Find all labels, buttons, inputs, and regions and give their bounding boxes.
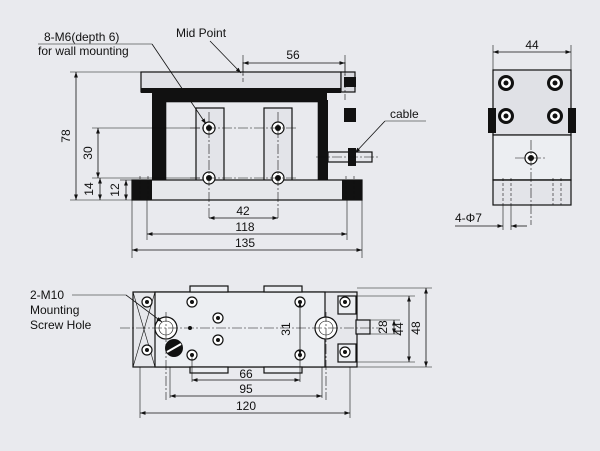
dim-30: 30 — [81, 146, 95, 160]
dim-118: 118 — [235, 220, 254, 234]
base-left-block — [132, 180, 152, 200]
dim-48: 48 — [409, 321, 423, 335]
callout-mount-line2: Mounting — [30, 303, 79, 317]
dim-66: 66 — [239, 367, 253, 381]
dim-135: 135 — [235, 236, 255, 250]
end-dimensions: 44 4-Φ7 — [455, 38, 572, 230]
carriage-top — [152, 93, 327, 102]
screw-head — [165, 339, 183, 357]
bolt-head — [498, 108, 514, 124]
dim-28: 28 — [376, 320, 390, 334]
callout-mount-line1: 2-M10 — [30, 288, 64, 302]
dim-78: 78 — [59, 129, 73, 143]
small-bolt — [141, 296, 153, 308]
front-view — [131, 62, 380, 220]
callout-bore: 4-Φ7 — [455, 211, 482, 225]
small-bolt — [141, 344, 153, 356]
end-base — [492, 179, 572, 206]
dim-plan-44: 44 — [392, 322, 406, 336]
base-plate — [131, 179, 363, 201]
bolt-head — [547, 75, 563, 91]
left-column — [152, 100, 166, 180]
callout-holes-line2: for wall mounting — [38, 44, 129, 58]
plan-callouts: 2-M10 Mounting Screw Hole — [30, 288, 163, 332]
slide-plate-shadow — [141, 88, 341, 93]
front-dimensions: 56 78 30 14 12 42 118 135 — [59, 48, 363, 258]
dim-12: 12 — [108, 183, 122, 197]
dim-95: 95 — [239, 382, 253, 396]
front-callouts: 8-M6(depth 6) for wall mounting Mid Poin… — [38, 26, 426, 154]
callout-mid-point: Mid Point — [176, 26, 227, 40]
right-column — [318, 100, 328, 180]
callout-mount-line3: Screw Hole — [30, 318, 92, 332]
small-bolt — [212, 334, 224, 346]
dim-31: 31 — [279, 322, 293, 336]
dim-56: 56 — [286, 48, 300, 62]
dim-14: 14 — [82, 182, 96, 196]
small-bolt — [339, 296, 351, 308]
dim-42: 42 — [236, 204, 250, 218]
small-bolt — [212, 312, 224, 324]
small-bolt — [186, 296, 198, 308]
body — [165, 101, 319, 181]
plan-view — [120, 285, 380, 400]
base-right-block — [342, 180, 362, 200]
small-bolt — [339, 346, 351, 358]
callout-cable: cable — [390, 107, 419, 121]
dim-120: 120 — [236, 399, 256, 413]
end-view — [488, 69, 576, 225]
callout-holes-line1: 8-M6(depth 6) — [44, 30, 119, 44]
dim-end-44: 44 — [525, 38, 539, 52]
bolt-head — [547, 108, 563, 124]
plan-dimensions: 31 28 44 48 66 95 120 — [139, 287, 432, 418]
bolt-head — [498, 75, 514, 91]
